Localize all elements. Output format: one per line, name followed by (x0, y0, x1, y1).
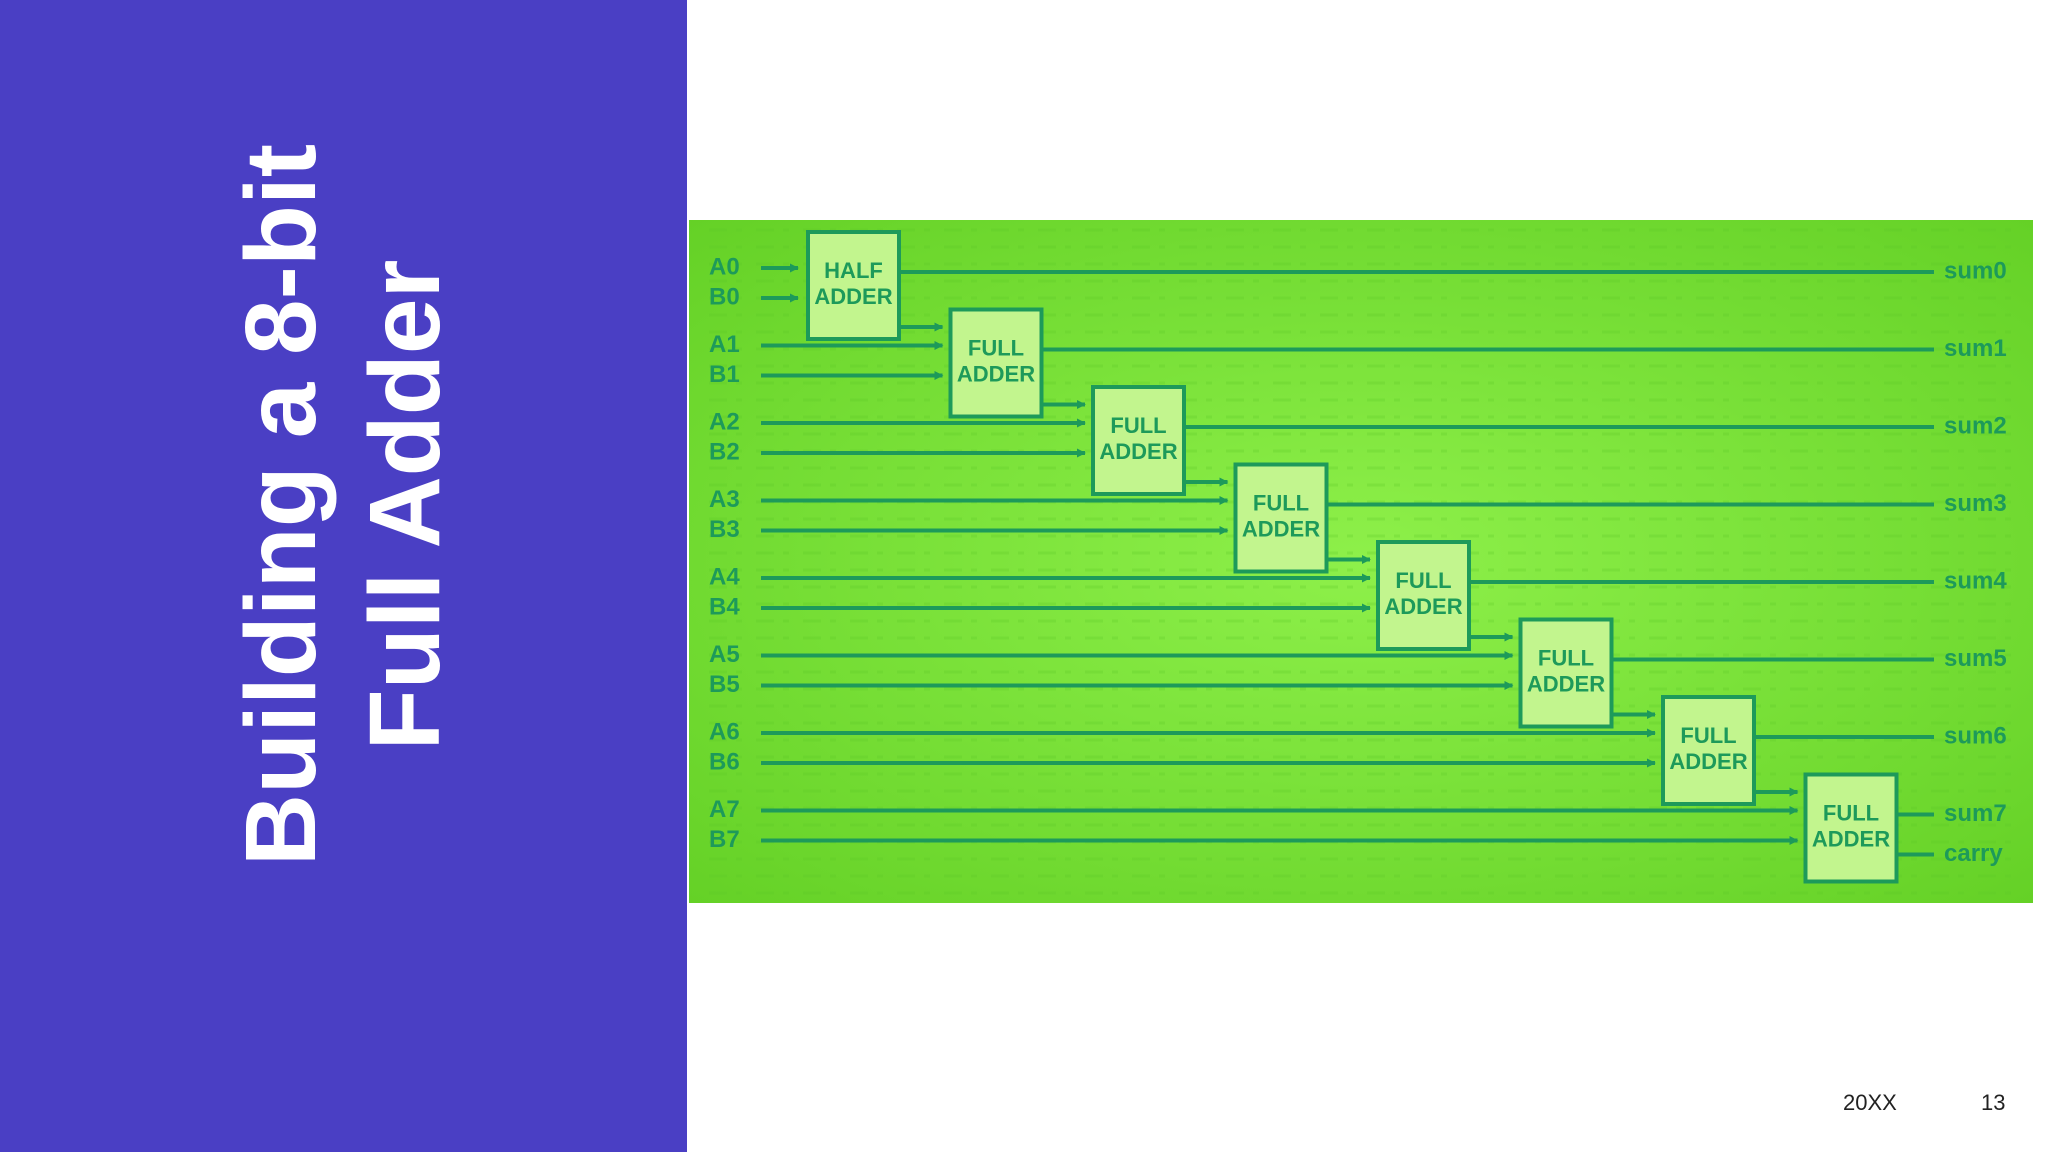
input-label-a3: A3 (709, 486, 740, 513)
input-label-b1: B1 (709, 361, 740, 388)
input-label-b0: B0 (709, 283, 740, 310)
full-adder-block-2 (1091, 385, 1186, 496)
slide-title-line-2: Full Adder (349, 259, 461, 751)
output-label-sum2: sum2 (1944, 412, 2007, 439)
half-adder-block (806, 230, 901, 341)
input-label-a2: A2 (709, 408, 740, 435)
block-label-top-3: FULL (1253, 490, 1309, 515)
block-label-bottom-6: ADDER (1669, 749, 1747, 774)
block-label-bottom-2: ADDER (1099, 439, 1177, 464)
block-label-bottom-0: ADDER (814, 284, 892, 309)
block-label-top-7: FULL (1823, 800, 1879, 825)
page-number: 13 (1981, 1090, 2006, 1115)
title-panel: Building a 8-bit Full Adder (0, 0, 687, 1152)
output-label-sum4: sum4 (1944, 567, 2007, 594)
adder-diagram-svg: A0B0HALFADDERsum0A1B1FULLADDERsum1A2B2FU… (689, 220, 2033, 903)
full-adder-block-6 (1661, 695, 1756, 806)
full-adder-block-3 (1233, 462, 1329, 574)
full-adder-block-1 (948, 307, 1044, 419)
block-label-bottom-5: ADDER (1527, 671, 1605, 696)
output-label-sum7: sum7 (1944, 800, 2007, 827)
input-label-b3: B3 (709, 516, 740, 543)
slide-title-line-1: Building a 8-bit (225, 143, 337, 867)
input-label-a0: A0 (709, 253, 740, 280)
block-label-top-1: FULL (968, 335, 1024, 360)
input-label-a7: A7 (709, 796, 740, 823)
slide-title: Building a 8-bit Full Adder (219, 144, 467, 866)
full-adder-block-4 (1376, 540, 1471, 651)
block-label-bottom-1: ADDER (957, 361, 1035, 386)
output-label-sum6: sum6 (1944, 722, 2007, 749)
input-label-b6: B6 (709, 748, 740, 775)
block-label-bottom-7: ADDER (1812, 826, 1890, 851)
output-label-sum3: sum3 (1944, 490, 2007, 517)
block-label-top-5: FULL (1538, 645, 1594, 670)
block-label-top-4: FULL (1395, 568, 1451, 593)
input-label-b5: B5 (709, 671, 740, 698)
input-label-b4: B4 (709, 593, 740, 620)
input-label-a5: A5 (709, 641, 740, 668)
full-adder-block-5 (1518, 617, 1614, 729)
input-label-a6: A6 (709, 718, 740, 745)
block-label-bottom-4: ADDER (1384, 594, 1462, 619)
input-label-a1: A1 (709, 331, 740, 358)
block-label-top-6: FULL (1680, 723, 1736, 748)
block-label-top-0: HALF (824, 258, 883, 283)
input-label-b2: B2 (709, 438, 740, 465)
footer-date: 20XX (1843, 1090, 1897, 1115)
full-adder-block-7 (1803, 772, 1899, 884)
output-label-sum1: sum1 (1944, 335, 2007, 362)
input-label-a4: A4 (709, 563, 740, 590)
input-label-b7: B7 (709, 826, 740, 853)
block-label-top-2: FULL (1110, 413, 1166, 438)
output-label-sum5: sum5 (1944, 645, 2007, 672)
output-label-sum0: sum0 (1944, 257, 2007, 284)
output-label-carry: carry (1944, 840, 2003, 867)
block-label-bottom-3: ADDER (1242, 516, 1320, 541)
